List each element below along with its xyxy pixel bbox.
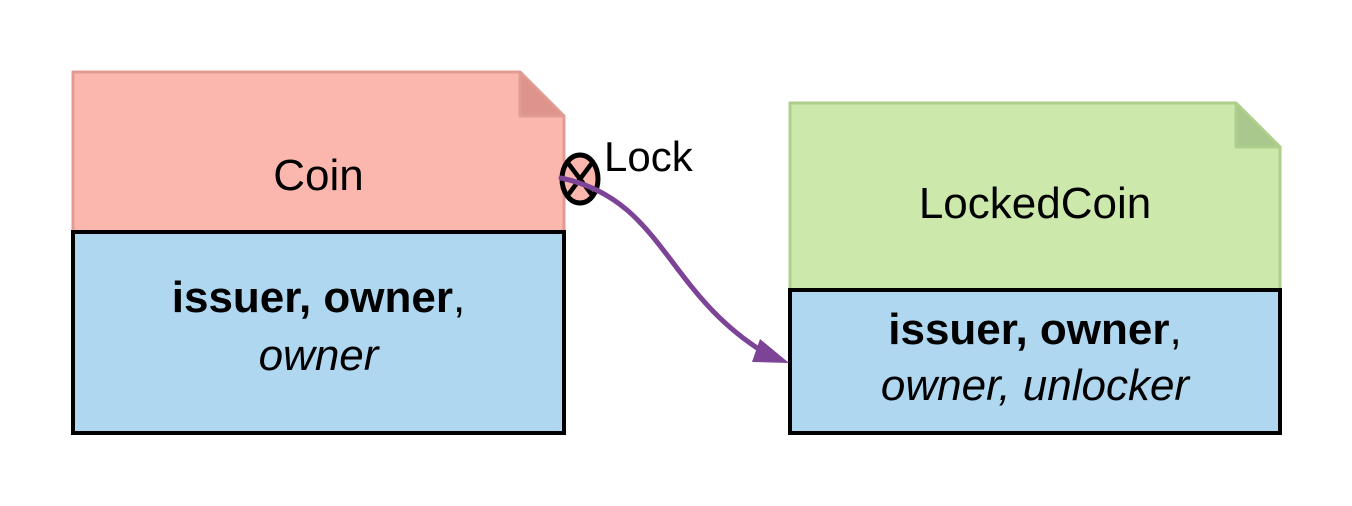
coin-attrs-separator: , (453, 272, 466, 322)
circled-x-stroke-2 (566, 161, 594, 197)
lockedcoin-attrs-italic-text: owner, unlocker (880, 360, 1190, 410)
lockedcoin-attributes: issuer, owner, owner, unlocker (790, 290, 1280, 433)
coin-attrs-bold-text: issuer, owner (171, 272, 453, 322)
lockedcoin-body-rect (788, 288, 1282, 435)
lock-transition-arrow-path (558, 175, 773, 359)
coin-attributes-line1: issuer, owner, (172, 269, 465, 327)
lockedcoin-attrs-separator: , (1169, 304, 1182, 354)
lockedcoin-attributes-line1: issuer, owner, (888, 302, 1181, 358)
circled-x-icon (559, 152, 601, 206)
lock-transition-arrowhead (752, 339, 789, 363)
lockedcoin-fold-corner (1234, 101, 1282, 149)
coin-fold-corner (518, 70, 566, 118)
coin-attrs-italic-text: owner (258, 330, 379, 380)
coin-attributes: issuer, owner, owner (73, 232, 564, 433)
lockedcoin-header-shape (788, 101, 1282, 292)
coin-title: Coin (273, 151, 364, 200)
lockedcoin-title: LockedCoin (918, 179, 1152, 228)
coin-body-rect (71, 230, 566, 435)
lockedcoin-attrs-bold-text: issuer, owner (888, 304, 1170, 354)
lock-transition-label: Lock (604, 133, 693, 180)
